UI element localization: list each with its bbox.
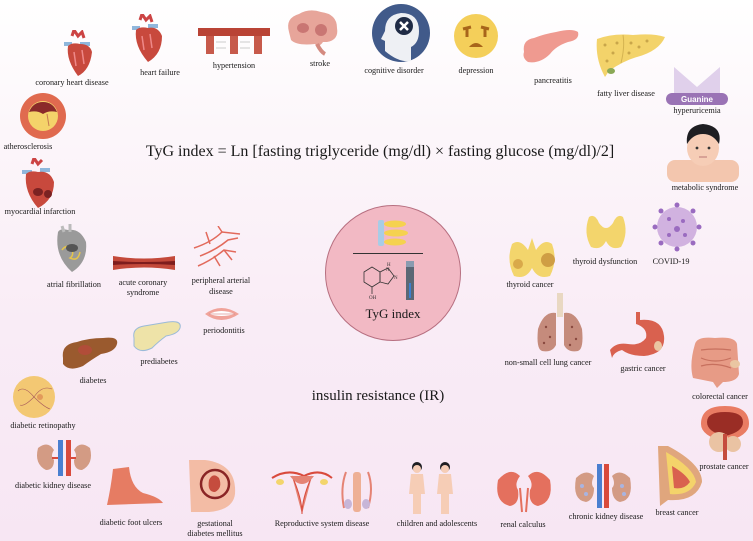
pancreas-icon (523, 30, 579, 63)
label-children-and-adolescents: children and adolescents (396, 519, 478, 528)
head-x-icon (372, 4, 430, 62)
glucose-molecule-icon: OH H N N (363, 263, 398, 300)
label-reproductive-system-disease: Reproductive system disease (274, 519, 370, 528)
heart-icon (22, 158, 54, 208)
kidney-icon (497, 471, 551, 513)
guanine-icon (666, 67, 728, 105)
arteries-icon (193, 226, 241, 267)
breast-icon (658, 446, 702, 506)
virus-icon (652, 202, 702, 252)
foot-icon (107, 467, 163, 505)
label-depression: depression (458, 66, 494, 75)
label-cognitive-disorder: cognitive disorder (364, 66, 424, 75)
label-thyroid-cancer: thyroid cancer (506, 280, 554, 289)
label-metabolic-syndrome: metabolic syndrome (671, 183, 739, 192)
obese-person-icon (667, 124, 739, 182)
heart-icon (64, 30, 92, 76)
label-acute-coronary-syndrome-1: acute coronary (118, 278, 168, 287)
pregnancy-icon (189, 460, 236, 512)
label-pancreatitis: pancreatitis (534, 76, 572, 85)
pancreas-icon (133, 321, 181, 352)
label-thyroid-dysfunction: thyroid dysfunction (572, 257, 638, 266)
label-gestational-diabetes-mellitus-1: gestational (197, 519, 233, 528)
label-gestational-diabetes-mellitus-2: diabetes mellitus (187, 529, 243, 538)
label-periodontitis: periodontitis (203, 326, 245, 335)
intestine-icon (691, 337, 740, 388)
label-chronic-kidney-disease: chronic kidney disease (568, 512, 644, 521)
brain-icon (288, 10, 338, 56)
svg-text:N: N (394, 276, 398, 281)
tyg-formula: TyG index = Ln [fasting triglyceride (mg… (145, 143, 615, 160)
label-diabetes: diabetes (79, 376, 107, 385)
label-diabetic-retinopathy: diabetic retinopathy (10, 421, 76, 430)
artery-cross-section-icon (20, 93, 66, 139)
mouth-icon (205, 308, 239, 320)
label-covid-19: COVID-19 (652, 257, 690, 266)
lungs-icon (537, 293, 583, 352)
label-peripheral-arterial-disease-1: peripheral arterial (191, 276, 251, 285)
label-renal-calculus: renal calculus (500, 520, 546, 529)
label-peripheral-arterial-disease-2: disease (209, 287, 233, 296)
triglyceride-icon (378, 220, 408, 246)
heart-conduction-icon (57, 224, 87, 272)
guanine-badge: Guanine (680, 95, 714, 104)
tyg-index-label: TyG index (365, 306, 421, 321)
label-non-small-cell-lung-cancer: non-small cell lung cancer (504, 358, 592, 367)
label-atrial-fibrillation: atrial fibrillation (47, 280, 101, 289)
label-gastric-cancer: gastric cancer (620, 364, 666, 373)
retina-icon (13, 376, 55, 418)
kidneys-icon (575, 464, 631, 508)
heart-icon (132, 14, 162, 62)
svg-text:N: N (386, 268, 390, 273)
label-atherosclerosis: atherosclerosis (3, 142, 53, 151)
label-hyperuricemia: hyperuricemia (673, 106, 721, 115)
label-diabetic-foot-ulcers: diabetic foot ulcers (99, 518, 163, 527)
label-acute-coronary-syndrome-2: syndrome (126, 288, 160, 297)
children-icon (409, 462, 453, 514)
thyroid-icon (586, 215, 626, 249)
blood-vessel-icon (198, 28, 270, 54)
label-diabetic-kidney-disease: diabetic kidney disease (15, 481, 91, 490)
reproductive-organs-icon (271, 471, 372, 515)
label-colorectal-cancer: colorectal cancer (692, 392, 748, 401)
svg-text:OH: OH (369, 296, 377, 300)
tyg-index-circle: OH H N N TyG index (325, 205, 461, 341)
label-coronary-heart-disease: coronary heart disease (35, 78, 109, 87)
label-myocardial-infarction: myocardial infarction (4, 207, 76, 216)
glucose-tube-icon (406, 261, 414, 300)
label-hypertension: hypertension (212, 61, 256, 70)
svg-text:H: H (387, 263, 391, 268)
narrowed-vessel-icon (113, 256, 175, 270)
prostate-icon (701, 406, 749, 460)
label-fatty-liver-disease: fatty liver disease (597, 89, 655, 98)
thyroid-icon (509, 238, 555, 277)
label-stroke: stroke (309, 59, 331, 68)
label-prediabetes: prediabetes (140, 357, 178, 366)
label-prostate-cancer: prostate cancer (699, 462, 749, 471)
stomach-icon (610, 312, 665, 358)
divider-line (353, 253, 423, 254)
sad-face-icon (454, 14, 498, 58)
label-heart-failure: heart failure (140, 68, 180, 77)
kidneys-icon (37, 440, 91, 476)
insulin-resistance-label: insulin resistance (IR) (311, 388, 445, 404)
pancreas-icon (62, 337, 118, 369)
liver-icon (596, 34, 665, 77)
label-breast-cancer: breast cancer (655, 508, 699, 517)
